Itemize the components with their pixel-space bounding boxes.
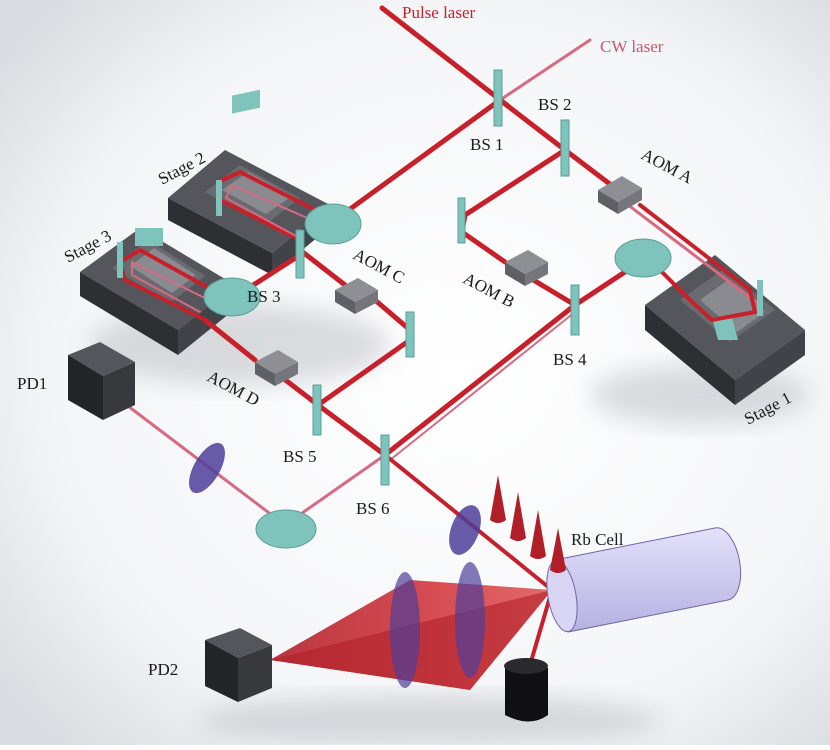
label-pulse-laser: Pulse laser (402, 3, 476, 22)
pd2-detector (205, 628, 272, 702)
label-bs5: BS 5 (283, 447, 317, 466)
aom-c (335, 278, 378, 314)
beam-splitters (117, 69, 763, 486)
round-mirrors (203, 203, 672, 549)
label-bs1: BS 1 (470, 135, 504, 154)
aom-b (505, 250, 548, 286)
bs2-optic (560, 119, 570, 177)
aoms (255, 176, 642, 386)
mirror-aom-c (405, 311, 415, 358)
rb-cell (546, 527, 742, 633)
label-cw-laser: CW laser (600, 37, 664, 56)
lenses (189, 442, 485, 688)
bs6-optic (380, 434, 390, 486)
bs5-optic (312, 384, 322, 436)
label-bs2: BS 2 (538, 95, 572, 114)
pulse-laser-beam (379, 5, 511, 109)
bs4-optic (570, 284, 580, 336)
rb-cell-heaters (490, 475, 566, 573)
mirror-aom-b (457, 197, 466, 244)
aom-d (255, 350, 298, 386)
cw-laser-beam (498, 38, 592, 102)
pd1-detector (68, 342, 135, 420)
label-bs6: BS 6 (356, 499, 390, 518)
label-pd1: PD1 (17, 374, 47, 393)
camera (504, 658, 548, 722)
aom-a (598, 176, 642, 214)
label-bs4: BS 4 (553, 350, 587, 369)
label-pd2: PD2 (148, 660, 178, 679)
label-rb-cell: Rb Cell (571, 530, 624, 549)
bs3-optic (295, 229, 305, 279)
label-bs3: BS 3 (247, 287, 281, 306)
bs1-optic (493, 69, 503, 127)
